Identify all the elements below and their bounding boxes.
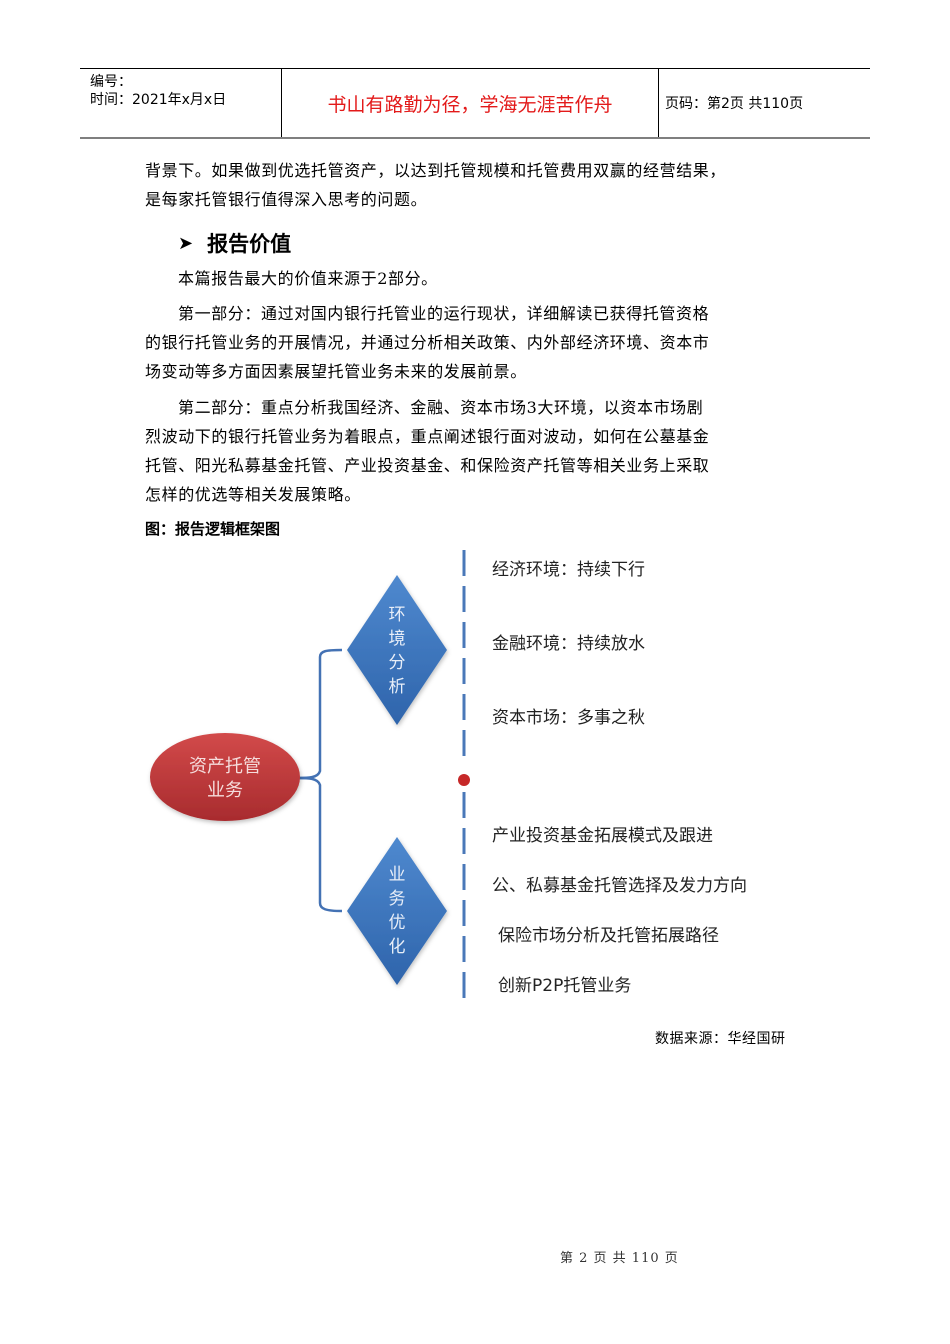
env-node-label: 环 境 分 析 xyxy=(385,603,409,699)
section-title: 报告价值 xyxy=(207,232,292,256)
paragraph-1: 本篇报告最大的价值来源于2部分。 xyxy=(178,269,438,288)
data-source: 数据来源：华经国研 xyxy=(655,1031,786,1047)
env-char: 境 xyxy=(388,629,406,649)
paragraph-3: 第二部分：重点分析我国经济、金融、资本市场3大环境，以资本市场剧 烈波动下的银行… xyxy=(145,393,810,509)
diagram-graphics xyxy=(150,550,470,1007)
paragraph-line: 怎样的优选等相关发展策略。 xyxy=(145,485,361,504)
root-node-label: 资产托管 业务 xyxy=(160,755,290,803)
biz-item: 保险市场分析及托管拓展路径 xyxy=(498,926,719,946)
paragraph-line: 托管、阳光私募基金托管、产业投资基金、和保险资产托管等相关业务上采取 xyxy=(145,456,710,475)
diamond-biz xyxy=(347,837,447,985)
env-char: 分 xyxy=(388,653,406,673)
paragraph-line: 第一部分：通过对国内银行托管业的运行现状，详细解读已获得托管资格 xyxy=(178,304,710,323)
env-char: 环 xyxy=(388,605,406,625)
time-label: 时间：2021年x月x日 xyxy=(90,92,227,108)
divider-dot xyxy=(458,774,470,786)
paragraph-line: 第二部分：重点分析我国经济、金融、资本市场3大环境，以资本市场剧 xyxy=(178,398,704,417)
intro-line: 背景下。如果做到优选托管资产，以达到托管规模和托管费用双赢的经营结果， xyxy=(145,161,727,180)
figure-caption: 图：报告逻辑框架图 xyxy=(145,520,281,538)
biz-char: 化 xyxy=(388,937,406,957)
env-item: 金融环境：持续放水 xyxy=(492,634,645,654)
connector-top xyxy=(297,648,343,780)
diamond-env xyxy=(347,575,447,725)
header-motto: 书山有路勤为径，学海无涯苦作舟 xyxy=(281,69,659,137)
paragraph-line: 场变动等多方面因素展望托管业务未来的发展前景。 xyxy=(145,362,527,381)
env-item: 经济环境：持续下行 xyxy=(492,560,645,580)
env-char: 析 xyxy=(388,677,406,697)
biz-item: 创新P2P托管业务 xyxy=(498,976,632,996)
biz-char: 业 xyxy=(388,865,406,885)
root-ellipse xyxy=(150,733,300,821)
intro-paragraph: 背景下。如果做到优选托管资产，以达到托管规模和托管费用双赢的经营结果， 是每家托… xyxy=(145,156,810,214)
root-label-line: 资产托管 xyxy=(189,756,261,777)
biz-item: 公、私募基金托管选择及发力方向 xyxy=(492,876,747,896)
connector-bottom xyxy=(297,776,343,913)
arrow-bullet-icon: ➤ xyxy=(178,232,194,254)
biz-char: 务 xyxy=(388,889,406,909)
paragraph-line: 烈波动下的银行托管业务为着眼点，重点阐述银行面对波动，如何在公墓基金 xyxy=(145,427,710,446)
logic-framework-diagram: 资产托管 业务 环 境 分 析 业 务 优 化 经济环境：持续下行 金融环境：持… xyxy=(140,545,840,1015)
env-item: 资本市场：多事之秋 xyxy=(492,708,645,728)
biz-char: 优 xyxy=(388,913,406,933)
paragraph-2: 第一部分：通过对国内银行托管业的运行现状，详细解读已获得托管资格 的银行托管业务… xyxy=(145,299,810,386)
page-footer: 第 2 页 共 110 页 xyxy=(560,1251,679,1266)
paragraph-line: 的银行托管业务的开展情况，并通过分析相关政策、内外部经济环境、资本市 xyxy=(145,333,710,352)
header-page-info: 页码：第2页 共110页 xyxy=(665,96,804,112)
header-meta: 编号： 时间：2021年x月x日 xyxy=(80,69,281,141)
root-label-line: 业务 xyxy=(207,780,243,801)
biz-node-label: 业 务 优 化 xyxy=(385,863,409,959)
serial-label: 编号： xyxy=(90,74,132,90)
page-header: 编号： 时间：2021年x月x日 书山有路勤为径，学海无涯苦作舟 页码：第2页 … xyxy=(80,68,870,139)
intro-line: 是每家托管银行值得深入思考的问题。 xyxy=(145,190,428,209)
section-heading: ➤ 报告价值 xyxy=(178,228,291,258)
biz-item: 产业投资基金拓展模式及跟进 xyxy=(492,826,713,846)
